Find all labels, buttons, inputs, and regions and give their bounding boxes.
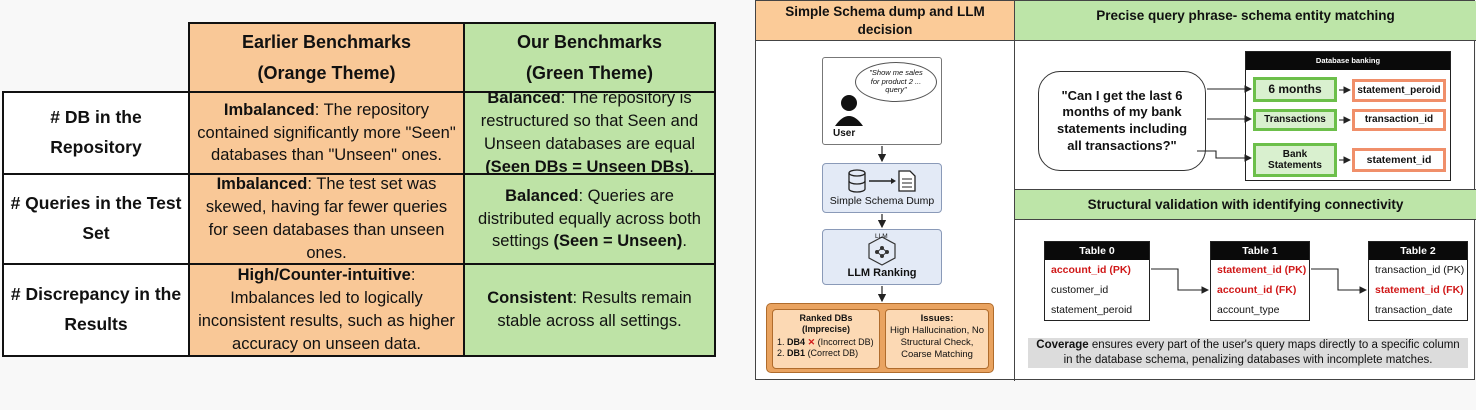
speech-bubble: "Show me sales for product 2 ... query" [855,62,937,102]
ranked-dbs-title: Ranked DBs [799,313,853,323]
cell-ours-queries-test-set: Balanced: Queries are distributed equall… [463,173,716,265]
phrase-bank-statements: Bank Statements [1253,143,1337,177]
cell-earlier-discrepancy-results: High/Counter-intuitive: Imbalances led t… [188,263,465,357]
column-statement-peroid: statement_peroid [1352,79,1446,102]
issues-title: Issues: [920,313,954,324]
llm-network-icon [868,235,896,266]
table-1-row: account_type [1217,304,1280,316]
table-0-row: statement_peroid [1051,304,1133,316]
cell-earlier-db-repository: Imbalanced: The repository contained sig… [188,91,465,175]
table-0-row: account_id (PK) [1051,264,1131,276]
incorrect-cross-icon: ✕ [807,336,816,347]
ranking-output-area: Ranked DBs (Imprecise) 1. DB4 ✕ (Incorre… [766,303,994,373]
cell-ours-discrepancy-results: Consistent: Results remain stable across… [463,263,716,357]
ranked-dbs-box: Ranked DBs (Imprecise) 1. DB4 ✕ (Incorre… [772,309,880,369]
schema-table-1: Table 1 statement_id (PK) account_id (FK… [1210,241,1310,321]
user-box: User "Show me sales for product 2 ... qu… [822,57,942,145]
ranked-item-2: 2. DB1 (Correct DB) [777,347,859,358]
table-1-row: account_id (FK) [1217,284,1297,296]
issues-box: Issues: High Hallucination, No Structura… [885,309,989,369]
row-label-db-repository: # DB in the Repository [2,91,190,175]
header-earlier-benchmarks: Earlier Benchmarks (Orange Theme) [188,22,465,93]
table-2-header: Table 2 [1369,242,1467,260]
llm-ranking-label: LLM Ranking [847,266,917,279]
precise-matching-title: Precise query phrase- schema entity matc… [1015,1,1476,41]
llm-ranking-box: LLM LLM Ranking [822,229,942,285]
table-2-row: statement_id (FK) [1375,284,1464,296]
coverage-note: Coverage ensures every part of the user'… [1028,338,1468,368]
database-banking-label: Database banking [1246,52,1450,70]
simple-schema-title: Simple Schema dump and LLM decision [756,1,1014,41]
phrase-transactions: Transactions [1253,109,1337,131]
schema-table-0: Table 0 account_id (PK) customer_id stat… [1044,241,1150,321]
ranked-item-1: 1. DB4 ✕ (Incorrect DB) [777,336,874,347]
structural-validation-title: Structural validation with identifying c… [1015,190,1476,220]
row-label-discrepancy-results: # Discrepancy in the Results [2,263,190,357]
panel-divider-horizontal [1014,189,1476,190]
cell-ours-db-repository: Balanced: The repository is restructured… [463,89,716,176]
cell-earlier-queries-test-set: Imbalanced: The test set was skewed, hav… [188,173,465,265]
header-our-benchmarks: Our Benchmarks (Green Theme) [463,22,716,93]
table-0-header: Table 0 [1045,242,1149,260]
table-1-row: statement_id (PK) [1217,264,1307,276]
llm-icon-label: LLM [875,233,888,240]
ranked-dbs-subtitle: (Imprecise) [801,323,851,334]
user-label: User [833,128,856,139]
column-statement-id: statement_id [1352,148,1446,172]
database-to-document-icon [848,169,916,193]
table-1-header: Table 1 [1211,242,1309,260]
issues-text: High Hallucination, No Structural Check,… [890,324,984,360]
method-overview-panel: Simple Schema dump and LLM decision User… [755,0,1476,381]
column-transaction-id: transaction_id [1352,109,1446,131]
user-query-bubble: "Can I get the last 6 months of my bank … [1038,71,1206,171]
phrase-6-months: 6 months [1253,77,1337,102]
user-icon [835,95,863,126]
panel-divider [1014,1,1015,381]
table-2-row: transaction_id (PK) [1375,264,1465,276]
table-2-row: transaction_date [1375,304,1453,316]
table-0-row: customer_id [1051,284,1109,296]
schema-dump-label: Simple Schema Dump [829,195,935,207]
schema-dump-box: Simple Schema Dump [822,163,942,213]
schema-table-2: Table 2 transaction_id (PK) statement_id… [1368,241,1468,321]
row-label-queries-test-set: # Queries in the Test Set [2,173,190,265]
